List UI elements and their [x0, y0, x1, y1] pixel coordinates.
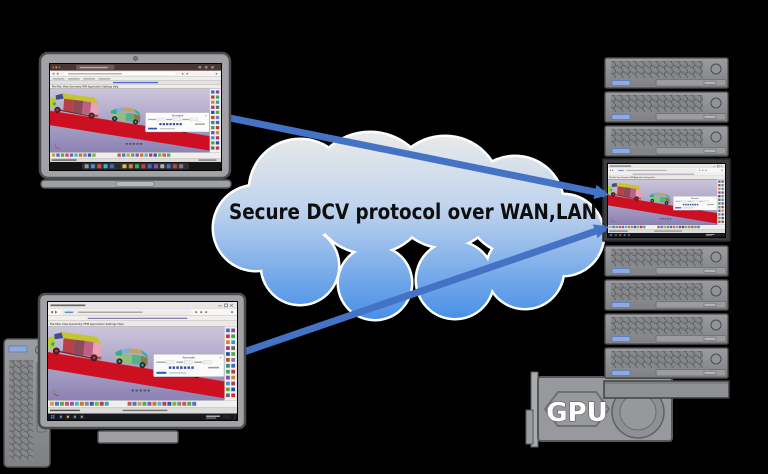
client-monitor-top: [38, 51, 232, 189]
client-monitor-bottom: [37, 292, 247, 444]
rack-base: [603, 380, 730, 399]
monitor-stand: [97, 430, 179, 444]
connection-line-bottom: [233, 224, 610, 359]
gpu-badge-hexagon: [543, 391, 611, 427]
server-unit-3: [604, 125, 729, 157]
server-unit-7: [604, 347, 729, 379]
vent-grille: [9, 360, 33, 460]
rack-display: [602, 158, 731, 242]
wan-cloud: Secure DCV protocol over WAN,LAN: [211, 130, 606, 322]
status-led: [8, 345, 28, 353]
cloud-label: Secure DCV protocol over WAN,LAN: [229, 200, 597, 224]
server-unit-1: [604, 57, 729, 89]
server-unit-5: [604, 279, 729, 311]
server-unit-6: [604, 313, 729, 345]
server-unit-2: [604, 91, 729, 123]
gpu-label: GPU: [546, 398, 608, 428]
webcam-icon: [133, 56, 138, 61]
connection-line-top: [224, 113, 610, 200]
windows-cad-screen: [46, 302, 237, 420]
rack-cad-screen: [607, 164, 725, 237]
server-unit-4: [604, 245, 729, 277]
server-rack: [602, 57, 731, 399]
mac-cad-screen: [48, 64, 221, 170]
